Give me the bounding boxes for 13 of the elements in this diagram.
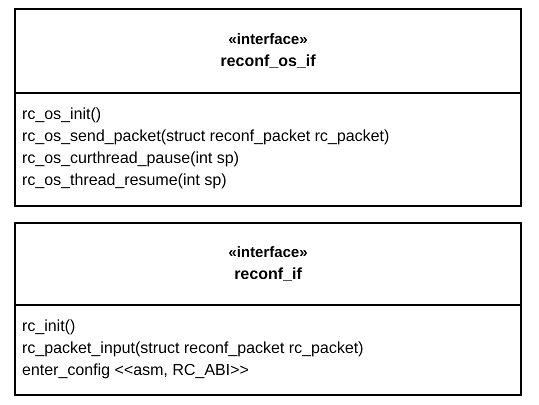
operation-signature: rc_os_init() xyxy=(22,105,102,125)
interface-name: reconf_if xyxy=(234,265,302,285)
operation-signature: enter_config <<asm, RC_ABI>> xyxy=(22,361,249,381)
interface-class-box xyxy=(14,222,522,396)
operation-signature: rc_os_thread_resume(int sp) xyxy=(22,171,227,191)
operation-signature: rc_os_send_packet(struct reconf_packet rc_packet) xyxy=(22,127,390,147)
interface-name: reconf_os_if xyxy=(220,52,316,72)
stereotype-label: «interface» xyxy=(228,30,308,50)
stereotype-label: «interface» xyxy=(228,243,308,263)
interface-class-box xyxy=(14,8,522,207)
operation-signature: rc_packet_input(struct reconf_packet rc_packet) xyxy=(22,339,364,359)
operation-signature: rc_os_curthread_pause(int sp) xyxy=(22,149,240,169)
operation-signature: rc_init() xyxy=(22,317,76,337)
